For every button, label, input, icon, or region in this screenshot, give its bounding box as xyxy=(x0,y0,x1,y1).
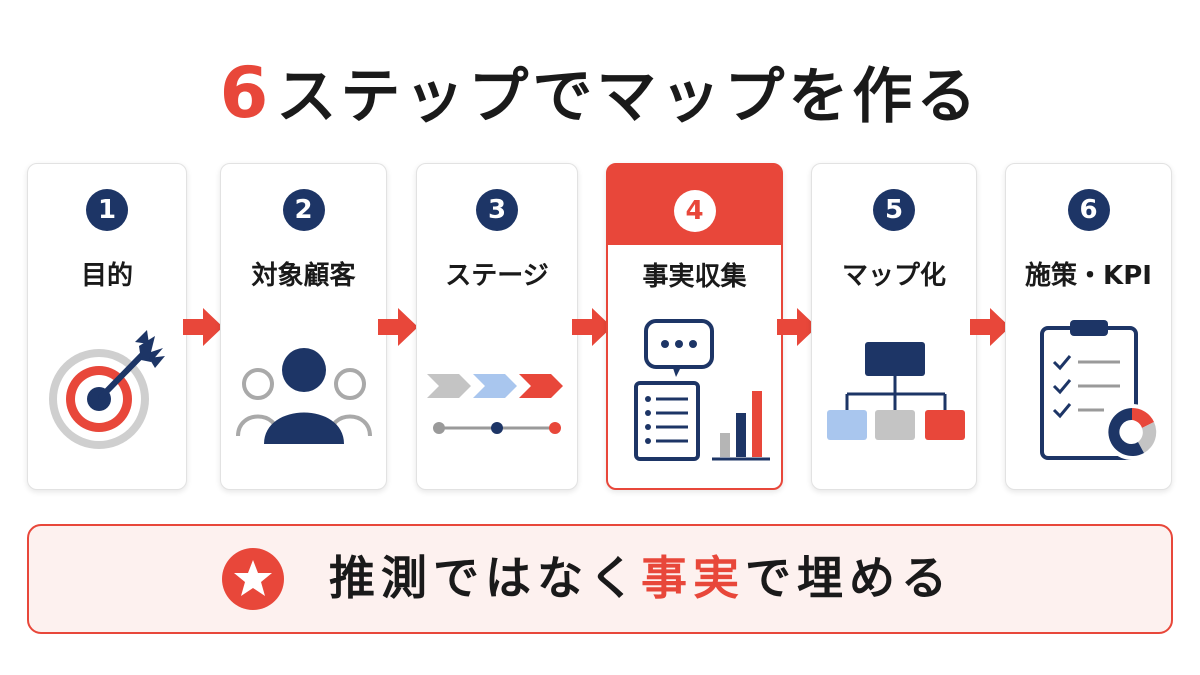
step-card-1: 1 目的 xyxy=(27,163,187,490)
target-icon xyxy=(49,330,165,449)
step-number-3: 3 xyxy=(476,189,518,231)
step-card-6: 6 施策・KPI xyxy=(1005,163,1172,490)
step-label-5: マップ化 xyxy=(841,261,946,291)
flow-arrow-2 xyxy=(378,304,418,350)
step-card-2: 2 対象顧客 xyxy=(220,163,387,490)
banner-text-emphasis: 事実 xyxy=(641,551,745,605)
step-label-1: 目的 xyxy=(80,261,133,291)
clipboard-kpi-icon xyxy=(1039,320,1160,460)
hierarchy-map-icon xyxy=(827,342,965,440)
step-label-4: 事実収集 xyxy=(642,262,747,292)
step-number-1: 1 xyxy=(86,189,128,231)
step-number-4: 4 xyxy=(673,190,716,232)
title-text: ステップでマップを作る xyxy=(276,62,981,132)
stages-icon xyxy=(427,374,563,434)
step-number-6: 6 xyxy=(1067,189,1110,231)
flow-arrow-5 xyxy=(970,304,1010,350)
step-card-4: 4 事実収集 xyxy=(606,163,783,490)
step-label-3: ステージ xyxy=(445,261,549,291)
banner-text-after: で埋める xyxy=(745,551,953,605)
step-label-6: 施策・KPI xyxy=(1025,261,1152,291)
step-card-5: 5 マップ化 xyxy=(811,163,977,490)
data-collection-icon xyxy=(633,319,770,461)
step-card-3: 3 ステージ xyxy=(416,163,578,490)
customer-icon xyxy=(235,348,372,444)
page-title: 6ステップでマップを作る xyxy=(0,48,1200,138)
flow-arrow-1 xyxy=(183,304,223,350)
flow-arrow-3 xyxy=(572,304,612,350)
key-message-banner: 推測ではなく事実で埋める xyxy=(27,524,1173,634)
banner-text-before: 推測ではなく xyxy=(329,551,641,605)
step-number-2: 2 xyxy=(282,189,325,231)
flow-arrow-4 xyxy=(777,304,817,350)
star-icon xyxy=(222,548,284,610)
banner-message: 推測ではなく事実で埋める xyxy=(329,526,953,631)
step-label-2: 対象顧客 xyxy=(251,261,356,291)
title-number: 6 xyxy=(219,52,273,134)
step-number-5: 5 xyxy=(873,189,915,231)
